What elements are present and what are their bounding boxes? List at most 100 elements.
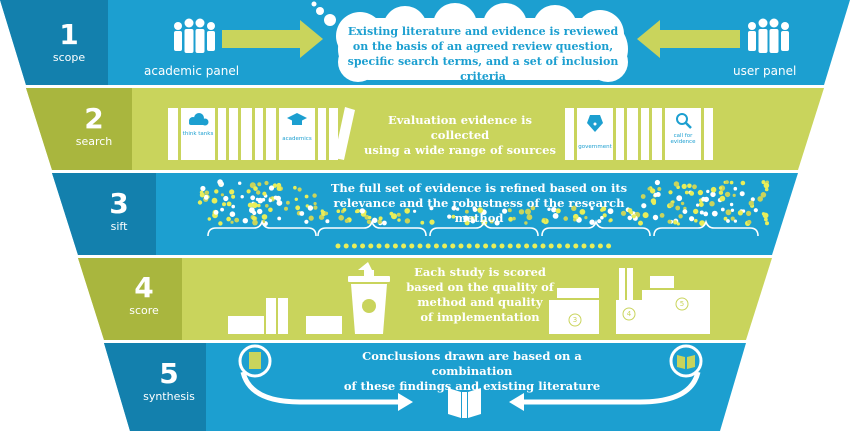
- discarded-papers: [228, 298, 342, 334]
- evidence-dot: [240, 195, 244, 199]
- open-book-icon: [448, 388, 481, 418]
- evidence-dot: [706, 189, 710, 194]
- evidence-dot: [725, 209, 732, 216]
- evidence-dot: [342, 207, 347, 212]
- filtered-dot: [392, 243, 398, 249]
- stage-label: sift: [110, 220, 128, 233]
- stage-label: score: [129, 304, 159, 317]
- evidence-dot: [320, 209, 324, 213]
- document-icon: [249, 352, 261, 369]
- filtered-dot: [466, 243, 472, 249]
- filtered-dot: [458, 243, 464, 249]
- scope-description: Existing literature and evidence is revi…: [347, 25, 619, 83]
- synthesis-description: Conclusions drawn are based on a combina…: [343, 349, 601, 393]
- evidence-dot: [699, 220, 705, 227]
- evidence-dot: [273, 195, 278, 200]
- evidence-dot: [251, 216, 257, 221]
- evidence-dot: [687, 183, 692, 189]
- filtered-dot: [515, 243, 521, 249]
- evidence-dot: [747, 219, 752, 225]
- evidence-dot: [682, 209, 688, 215]
- evidence-dot: [489, 219, 494, 224]
- evidence-dot: [463, 215, 469, 221]
- evidence-dot: [640, 194, 646, 199]
- evidence-dot: [413, 209, 417, 213]
- evidence-dot: [377, 219, 383, 224]
- evidence-dot: [253, 186, 258, 191]
- evidence-dot: [667, 219, 672, 224]
- evidence-dot: [746, 210, 752, 216]
- filtered-dot: [360, 243, 366, 249]
- filtered-dot: [532, 243, 538, 249]
- evidence-dot: [676, 195, 683, 202]
- filtered-dot: [491, 243, 497, 249]
- evidence-dot: [689, 191, 695, 196]
- evidence-dot: [710, 186, 717, 193]
- lens-right: [669, 344, 703, 378]
- evidence-dot: [257, 203, 261, 208]
- evidence-dot: [359, 208, 365, 214]
- evidence-dot: [730, 208, 735, 212]
- evidence-dot: [551, 207, 557, 213]
- band-scope-tab: [0, 0, 108, 85]
- evidence-dot: [242, 218, 248, 224]
- evidence-dot: [382, 220, 387, 226]
- evidence-dot: [609, 218, 613, 222]
- evidence-dot: [524, 221, 528, 225]
- evidence-dot: [641, 203, 647, 209]
- evidence-dot: [673, 220, 678, 225]
- podium-number: 3: [572, 316, 578, 324]
- evidence-dot: [692, 184, 697, 190]
- filtered-dot: [499, 243, 505, 249]
- evidence-dot: [230, 220, 234, 224]
- evidence-dot: [231, 194, 236, 199]
- evidence-dot: [197, 200, 203, 205]
- evidence-dot: [676, 222, 680, 226]
- evidence-dot: [447, 214, 452, 219]
- evidence-dot: [620, 210, 627, 216]
- evidence-dot: [718, 186, 723, 190]
- evidence-dot: [313, 205, 318, 210]
- filtered-dot: [368, 243, 374, 249]
- evidence-dot: [231, 204, 235, 209]
- evidence-dot: [697, 189, 704, 196]
- arrow-right-icon: [222, 20, 323, 58]
- evidence-dot: [234, 217, 240, 223]
- source-tag-call-for-evidence: call for evidence: [670, 133, 696, 145]
- filtered-dot: [597, 243, 603, 249]
- evidence-dot: [590, 206, 594, 211]
- evidence-dot: [655, 192, 661, 197]
- evidence-dot: [733, 186, 738, 191]
- evidence-dot: [265, 204, 269, 208]
- sift-filtered-dot-row: [335, 243, 612, 249]
- evidence-dot: [764, 187, 769, 192]
- filtered-dot: [450, 243, 456, 249]
- evidence-dot: [579, 209, 586, 215]
- filtered-dot: [483, 243, 489, 249]
- band-sift-tab: [52, 173, 156, 255]
- score-podium: [549, 268, 710, 334]
- academic-panel-label: academic panel: [144, 64, 240, 78]
- evidence-dot: [226, 201, 232, 207]
- filtered-dot: [474, 243, 480, 249]
- evidence-dot: [675, 205, 681, 211]
- evidence-dot: [654, 179, 661, 186]
- evidence-dot: [455, 207, 460, 211]
- evidence-dot: [261, 214, 268, 220]
- evidence-dot: [477, 207, 484, 214]
- evidence-dot: [251, 202, 258, 209]
- filtered-dot: [581, 243, 587, 249]
- evidence-dot: [761, 180, 766, 185]
- evidence-dot: [217, 179, 223, 185]
- evidence-dot: [729, 180, 734, 185]
- evidence-dot: [508, 216, 513, 222]
- filtered-dot: [548, 243, 554, 249]
- evidence-dot: [268, 185, 275, 191]
- evidence-dot: [465, 209, 469, 214]
- evidence-dot: [681, 183, 687, 189]
- evidence-dot: [284, 206, 288, 211]
- evidence-dot: [256, 190, 261, 195]
- filtered-dot: [343, 243, 349, 249]
- podium-number: 4: [626, 310, 632, 318]
- evidence-dot: [693, 208, 699, 215]
